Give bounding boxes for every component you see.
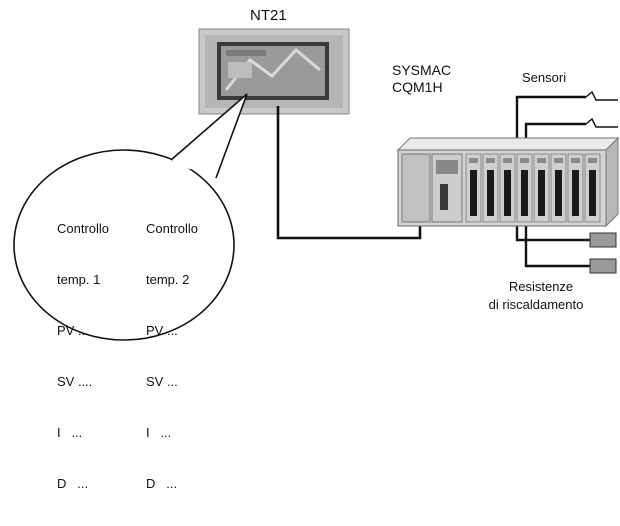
heater-wiring — [515, 224, 617, 274]
sensor-probe-2 — [585, 117, 618, 128]
plc-io-terminal — [521, 170, 528, 216]
plc-label-line2: CQM1H — [392, 79, 443, 95]
bubble-line: Controllo — [57, 221, 110, 236]
plc-label-line1: SYSMAC — [392, 62, 452, 78]
plc-io-indicator — [537, 158, 546, 163]
bubble-pointer-mask — [172, 161, 213, 174]
plc-io-terminal — [504, 170, 511, 216]
heater-wire-2 — [524, 224, 590, 268]
bubble-line: SV .... — [57, 374, 93, 389]
plc-power-unit — [401, 153, 431, 223]
hmi-screen-bar — [226, 50, 266, 56]
plc-io-indicator — [486, 158, 495, 163]
hmi-label: NT21 — [250, 7, 287, 24]
plc-io-terminal — [572, 170, 579, 216]
bubble-line: I ... — [57, 425, 83, 440]
heater-wire-1 — [515, 224, 590, 242]
hmi-plc-cable — [276, 106, 422, 240]
bubble-line: I ... — [146, 425, 172, 440]
system-diagram: NT21 SYSMAC CQM1H Sensori Resistenze di … — [13, 7, 620, 491]
bubble-column-temp1: Controllo temp. 1 PV ... SV .... I ... D… — [57, 186, 109, 526]
plc-io-terminal — [470, 170, 477, 216]
bubble-pointer — [170, 93, 248, 179]
plc-top — [396, 137, 620, 151]
bubble-line: D ... — [146, 476, 178, 491]
plc-io-indicator — [469, 158, 478, 163]
callout-bubble — [13, 93, 248, 341]
hmi-screen-widget — [228, 62, 252, 78]
plc-io-indicator — [588, 158, 597, 163]
plc-io-indicator — [503, 158, 512, 163]
plc-io-slots — [465, 153, 601, 223]
diagram-canvas — [13, 28, 620, 341]
plc-cpu-indicators — [436, 160, 458, 174]
plc-io-terminal — [487, 170, 494, 216]
sensor-probe-1 — [585, 90, 618, 101]
bubble-line: temp. 1 — [57, 272, 101, 287]
cqm1h-plc — [396, 136, 620, 228]
plc-io-indicator — [554, 158, 563, 163]
plc-io-terminal — [538, 170, 545, 216]
heaters-label-line2: di riscaldamento — [488, 297, 584, 312]
bubble-line: Controllo — [146, 221, 199, 236]
plc-side — [605, 136, 619, 228]
nt21-hmi-panel — [198, 28, 350, 115]
heater-element-1 — [589, 232, 617, 248]
bubble-ellipse — [13, 149, 235, 341]
bubble-line: D ... — [57, 476, 89, 491]
plc-cpu-port — [440, 184, 448, 210]
plc-io-indicator — [520, 158, 529, 163]
bubble-line: PV ... — [57, 323, 89, 338]
plc-io-indicator — [571, 158, 580, 163]
heater-element-2 — [589, 258, 617, 274]
bubble-column-temp2: Controllo temp. 2 PV ... SV ... I ... D … — [146, 186, 198, 526]
sensor-wire-1 — [515, 95, 586, 150]
bubble-line: temp. 2 — [146, 272, 190, 287]
plc-io-terminal — [555, 170, 562, 216]
bubble-line: SV ... — [146, 374, 178, 389]
plc-io-terminal — [589, 170, 596, 216]
heaters-label-line1: Resistenze — [508, 279, 574, 294]
sensors-label: Sensori — [522, 70, 567, 85]
bubble-line: PV ... — [146, 323, 178, 338]
